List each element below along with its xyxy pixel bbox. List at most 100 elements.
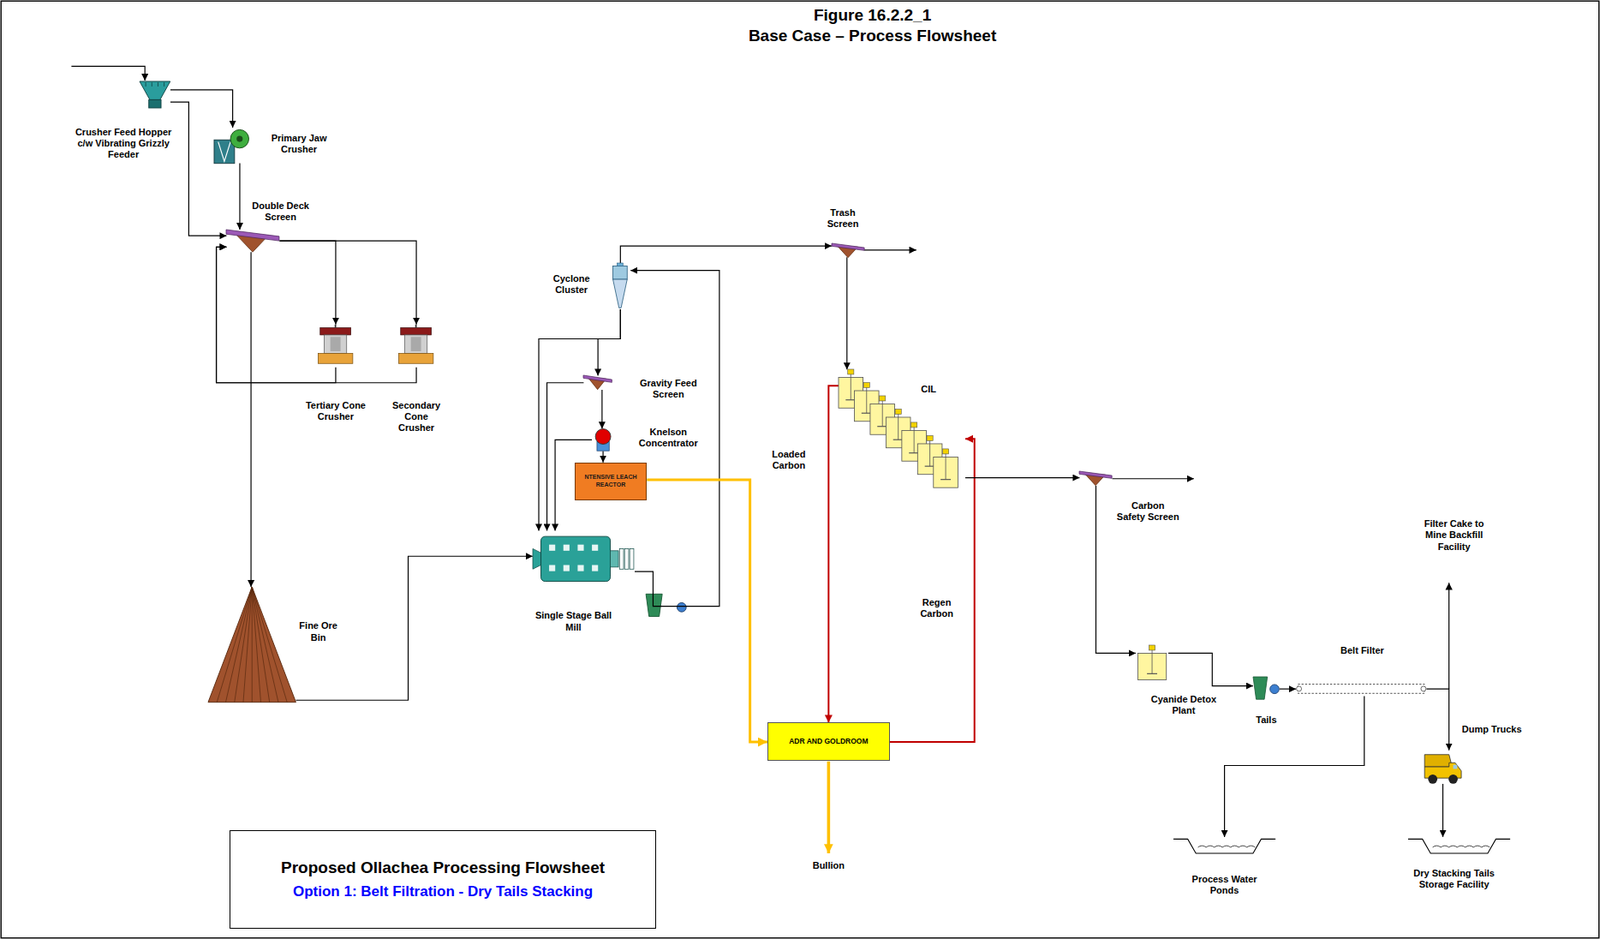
flow-line	[630, 270, 720, 607]
flow-line	[597, 309, 621, 376]
flow-line	[216, 246, 418, 383]
equipment-label: Process Water Ponds	[1183, 873, 1266, 896]
bin-icon	[208, 586, 296, 703]
screen-part	[831, 243, 865, 251]
hopper-part	[145, 82, 147, 87]
equipment-label: Double Deck Screen	[244, 200, 317, 223]
flow-line	[547, 382, 585, 532]
equipment-label: Belt Filter	[1326, 644, 1398, 657]
flow-line	[170, 89, 233, 128]
flow-line	[216, 246, 336, 383]
tank-part	[1151, 646, 1153, 674]
cil-part	[945, 451, 947, 480]
hopper-part	[151, 82, 153, 87]
flow-line	[279, 240, 336, 325]
pond-part	[1198, 845, 1256, 848]
stream-label: Bullion	[798, 859, 860, 872]
tank-icon	[1135, 644, 1169, 681]
pump-symbol	[676, 602, 687, 612]
equipment-label: Crusher Feed Hopper c/w Vibrating Grizzl…	[75, 126, 173, 162]
screen-part	[1079, 471, 1112, 478]
stream-label: Loaded Carbon	[760, 448, 818, 472]
flow-line	[1095, 485, 1135, 653]
jaw-icon	[214, 127, 251, 164]
flow-line	[170, 101, 227, 236]
mill-discharge-pump	[645, 593, 687, 616]
flow-line	[1168, 652, 1254, 686]
feed-hopper: Crusher Feed Hopper c/w Vibrating Grizzl…	[139, 81, 171, 110]
screen-part	[583, 375, 612, 383]
equipment-label: Cyclone Cluster	[543, 273, 600, 296]
mill-part	[563, 565, 570, 572]
screen-icon	[583, 375, 612, 390]
flow-line	[620, 245, 832, 263]
equipment-label: Knelson Concentrator	[630, 426, 707, 449]
cone-part	[330, 336, 341, 352]
equipment-label: Gravity Feed Screen	[632, 377, 705, 400]
jaw-part	[218, 142, 231, 162]
cyclone-part	[617, 262, 624, 267]
cil-part	[850, 371, 852, 400]
cil-part	[926, 435, 933, 442]
tank-part	[1148, 644, 1155, 651]
fine-ore-bin: Fine Ore Bin	[208, 586, 296, 703]
bin-part	[251, 586, 253, 703]
bin-part	[234, 586, 252, 703]
mill-part	[540, 537, 610, 582]
pump-part	[1270, 684, 1280, 694]
jaw-crusher: Primary Jaw Crusher	[214, 127, 251, 164]
flow-line	[965, 477, 1080, 478]
jaw-part	[236, 135, 243, 142]
cone-part	[415, 324, 418, 329]
equipment-label: Secondary Cone Crusher	[385, 400, 447, 435]
feed-line	[71, 65, 145, 81]
bullion-line	[827, 761, 831, 854]
cil-part	[911, 422, 918, 428]
cil-part	[895, 409, 902, 415]
mill-part	[624, 549, 629, 570]
concentrator: Knelson Concentrator	[591, 428, 615, 451]
mill-part	[532, 549, 542, 570]
jaw-part	[230, 129, 249, 148]
truck-part	[1427, 774, 1438, 784]
flow-line	[601, 389, 603, 429]
bin-part	[216, 586, 252, 703]
bin-part	[251, 586, 279, 703]
cone-part	[399, 352, 435, 364]
equipment-label: CIL	[913, 383, 944, 395]
pond: Process Water Ponds	[1173, 836, 1276, 855]
equipment-label: Trash Screen	[814, 207, 872, 230]
pond-icon	[1408, 836, 1511, 855]
mill-part	[563, 544, 570, 551]
equipment-label: Primary Jaw Crusher	[270, 132, 328, 156]
bin-part	[226, 586, 253, 703]
cil-part	[943, 448, 950, 454]
screen: Double Deck Screen	[226, 229, 280, 252]
screen-icon	[226, 229, 280, 252]
mill-part	[619, 549, 624, 570]
cil-part	[940, 478, 951, 480]
figure-subtitle: Base Case – Process Flowsheet	[657, 26, 1087, 47]
truck-part	[1452, 764, 1457, 769]
flow-line	[846, 256, 848, 370]
pump-icon	[1253, 676, 1280, 699]
flow-line	[889, 438, 975, 742]
cyclone: Cyclone Cluster	[609, 262, 631, 310]
stream-label: Filter Cake to Mine Backfill Facility	[1413, 518, 1495, 553]
equipment-label: Carbon Safety Screen	[1116, 500, 1180, 523]
hopper-part	[139, 81, 171, 100]
cil-part	[882, 398, 884, 427]
flow-line	[646, 479, 768, 742]
screen: Trash Screen	[831, 243, 865, 258]
belt-filter: Belt Filter	[1295, 680, 1427, 697]
flow-line	[828, 385, 839, 723]
cil-part	[847, 369, 854, 375]
screen-icon	[1079, 471, 1112, 486]
trash-oversize-line	[864, 249, 917, 251]
bin-part	[251, 586, 269, 703]
flow-line	[1224, 695, 1365, 836]
pond-part	[1173, 838, 1276, 854]
cil-part	[897, 411, 899, 440]
flow-line	[250, 251, 251, 587]
